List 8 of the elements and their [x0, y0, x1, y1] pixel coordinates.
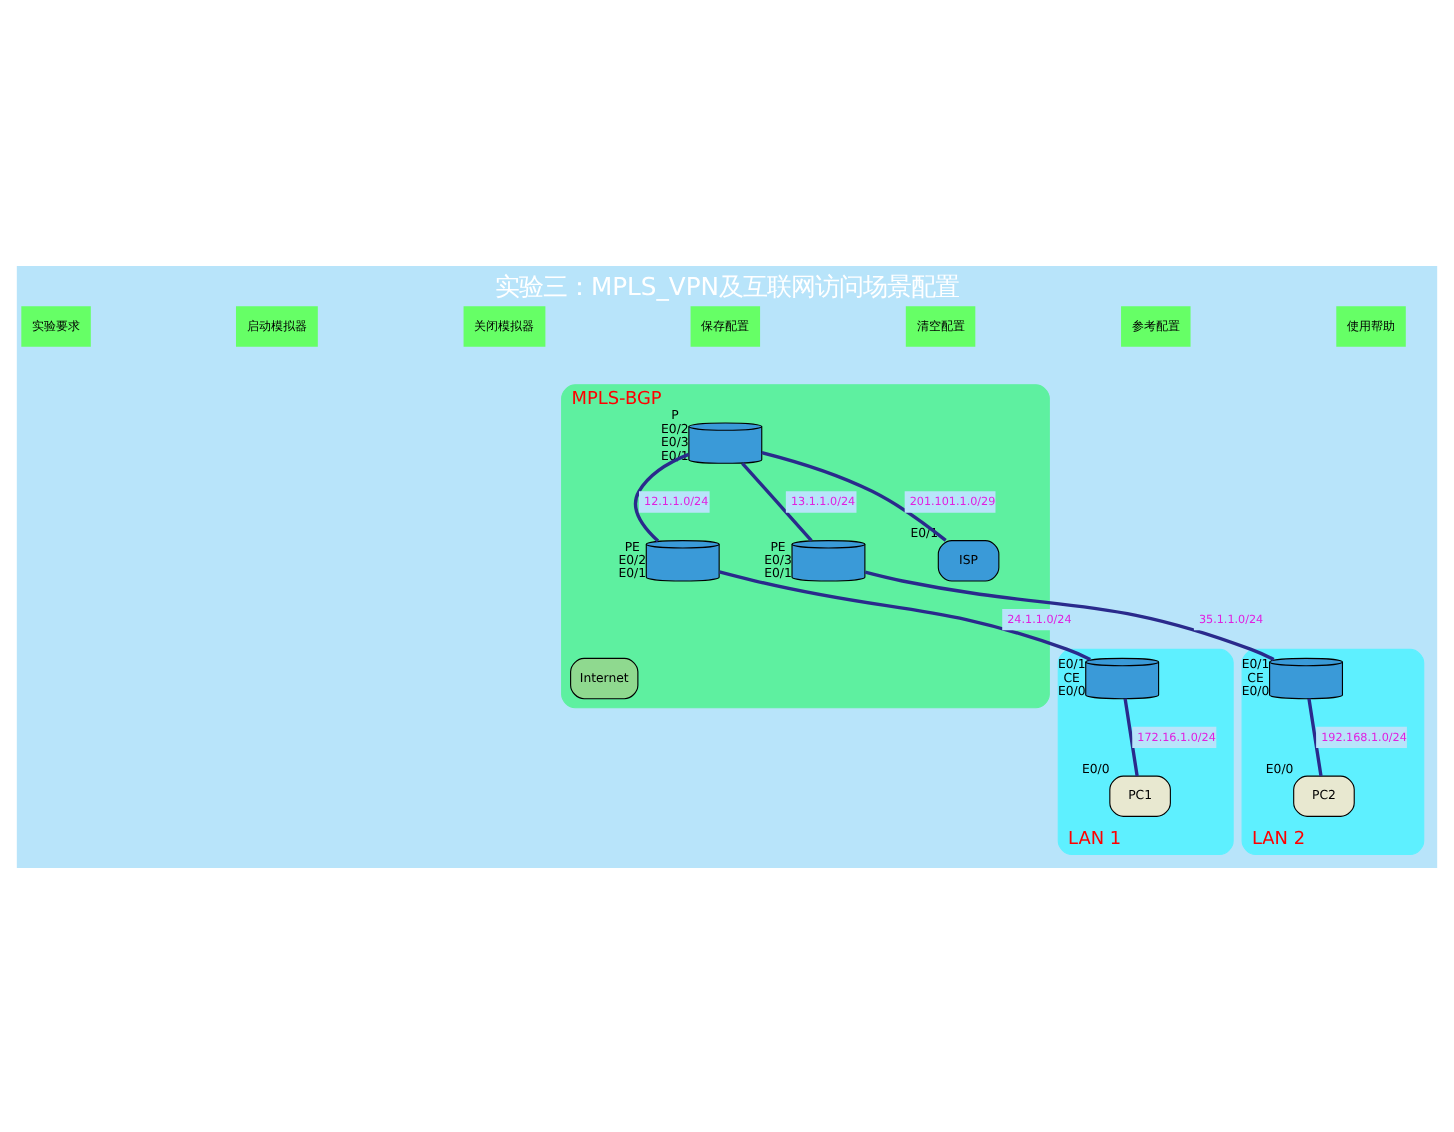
connector	[761, 450, 947, 541]
connector	[1307, 697, 1323, 776]
connector	[864, 569, 1275, 660]
connector	[633, 451, 690, 542]
connector	[741, 461, 813, 541]
connector	[718, 569, 1091, 660]
diagram-title: 实验三：MPLS_VPN及互联网访问场景配置	[494, 271, 960, 300]
connector	[1123, 697, 1139, 776]
